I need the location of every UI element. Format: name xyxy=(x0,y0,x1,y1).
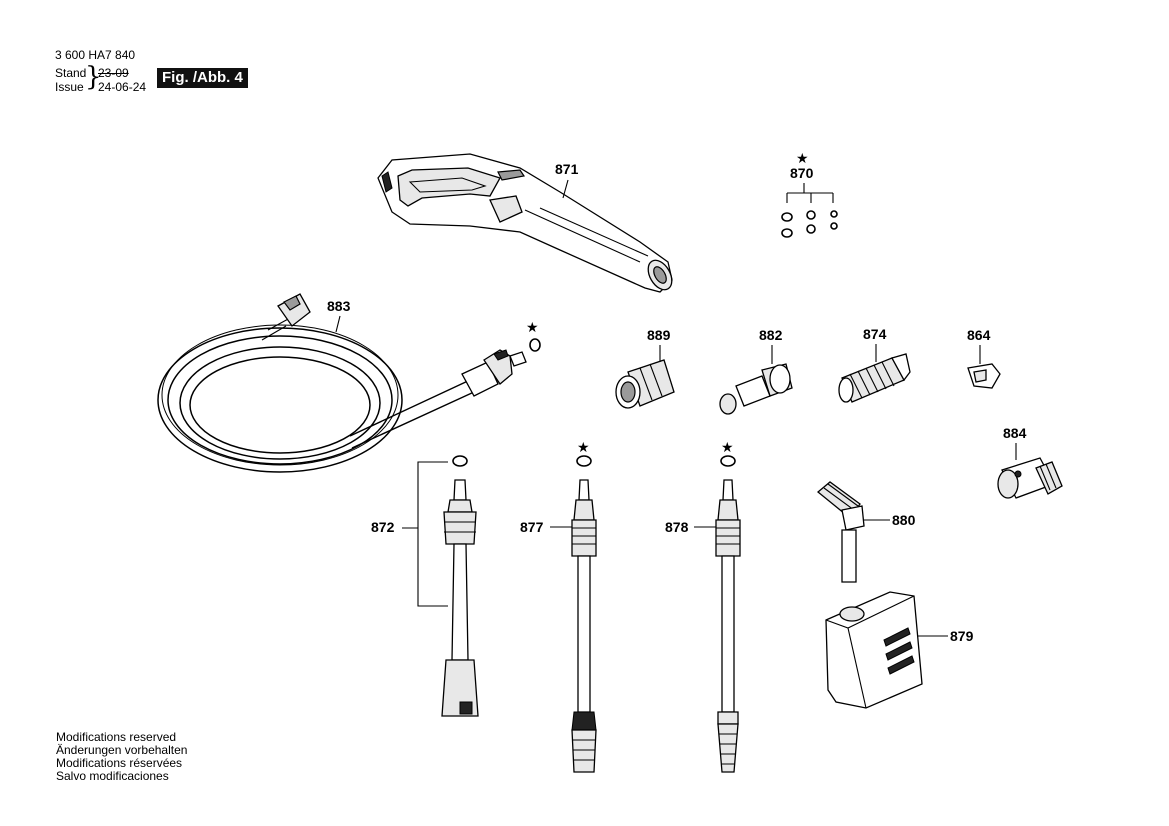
lance-877 xyxy=(571,479,597,773)
notice-en: Modifications reserved xyxy=(56,730,177,744)
part-number-883: 883 xyxy=(327,298,351,314)
brace-symbol: } xyxy=(85,62,102,92)
trigger-gun-871 xyxy=(377,153,673,293)
nozzle-874 xyxy=(838,353,911,403)
o-ring-872 xyxy=(452,455,468,467)
part-number-882: 882 xyxy=(759,327,783,343)
bracket-872 xyxy=(402,461,448,607)
figure-label: Fig. /Abb. 4 xyxy=(157,68,248,88)
lance-878 xyxy=(715,479,741,773)
o-ring-878 xyxy=(720,455,736,467)
star-mark-877: ★ xyxy=(577,440,590,456)
part-number-870: 870 xyxy=(790,165,814,181)
leader-871 xyxy=(562,179,569,199)
part-number-871: 871 xyxy=(555,161,579,177)
leader-870 xyxy=(786,183,834,203)
o-ring-883 xyxy=(529,338,541,352)
suction-pipe-880 xyxy=(816,481,865,583)
date-new: 24-06-24 xyxy=(98,80,147,94)
adapter-889 xyxy=(615,359,675,409)
adapter-882 xyxy=(719,363,793,415)
star-mark-878: ★ xyxy=(721,440,734,456)
date-block: 23-09 24-06-24 xyxy=(98,66,146,94)
part-number-878: 878 xyxy=(665,519,689,535)
stand-label: Stand xyxy=(55,66,87,80)
part-number-864: 864 xyxy=(967,327,991,343)
document-number: 3 600 HA7 840 xyxy=(55,48,136,62)
leader-883 xyxy=(335,315,341,333)
star-mark-870: ★ xyxy=(796,151,809,167)
issue-label: Issue xyxy=(55,80,84,94)
part-number-877: 877 xyxy=(520,519,544,535)
part-number-879: 879 xyxy=(950,628,974,644)
modifications-notice: Modifications reserved Änderungen vorbeh… xyxy=(56,731,187,783)
detergent-tank-879 xyxy=(825,591,923,709)
part-number-874: 874 xyxy=(863,326,887,342)
notice-de: Änderungen vorbehalten xyxy=(56,743,188,757)
part-number-889: 889 xyxy=(647,327,671,343)
lance-872 xyxy=(441,479,479,717)
notice-fr: Modifications réservées xyxy=(56,756,183,770)
part-number-880: 880 xyxy=(892,512,916,528)
stand-issue-labels: Stand Issue xyxy=(55,66,86,94)
notice-es: Salvo modificaciones xyxy=(56,769,169,783)
star-mark-883: ★ xyxy=(526,320,539,336)
part-number-872: 872 xyxy=(371,519,395,535)
o-rings-870 xyxy=(781,210,838,238)
part-number-884: 884 xyxy=(1003,425,1027,441)
o-ring-877 xyxy=(576,455,592,467)
coupling-884 xyxy=(997,457,1063,499)
date-old: 23-09 xyxy=(98,66,129,80)
clip-864 xyxy=(967,363,1001,389)
hose-883 xyxy=(157,293,527,473)
